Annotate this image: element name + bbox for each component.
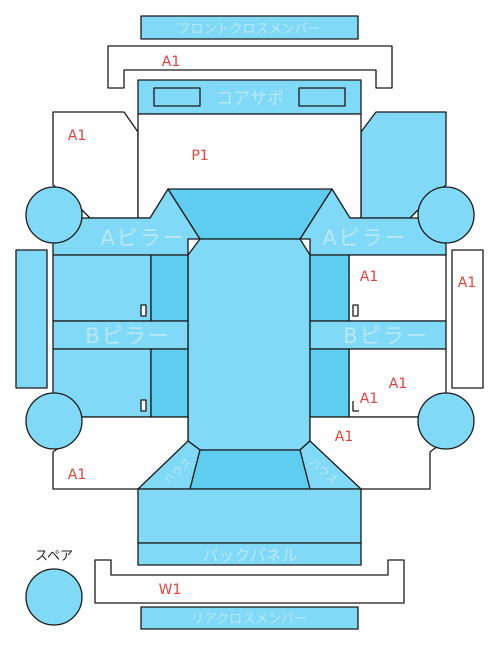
left-front-door-handle xyxy=(140,304,147,317)
right-rear-door-edge[interactable] xyxy=(309,348,350,418)
front-cross-member-bar[interactable] xyxy=(140,15,359,40)
marker-hood: P1 xyxy=(191,148,208,164)
core-support-left-window xyxy=(153,87,201,107)
left-a-pillar-label: Aピラー xyxy=(100,226,185,250)
back-panel-lower[interactable] xyxy=(137,542,362,566)
right-front-door[interactable] xyxy=(348,254,447,322)
right-rear-door-handle xyxy=(352,401,359,412)
marker-rear-member: W1 xyxy=(159,582,182,598)
right-a-pillar-label: Aピラー xyxy=(322,226,407,250)
marker-right-quarter: A1 xyxy=(335,429,353,445)
front-cross-member-label: フロントクロスメンバー xyxy=(177,22,320,37)
marker-right-front-door: A1 xyxy=(360,269,378,285)
rear-cross-member-bar[interactable] xyxy=(140,606,359,630)
spare-tire[interactable] xyxy=(25,568,83,626)
left-b-pillar-label: Bピラー xyxy=(85,324,170,348)
marker-right-rear-door-a: A1 xyxy=(389,376,407,392)
right-rear-wheel[interactable] xyxy=(417,392,475,450)
rear-cross-member-label: リアクロスメンバー xyxy=(191,612,307,627)
left-rocker-panel[interactable] xyxy=(15,249,48,389)
left-front-door-edge[interactable] xyxy=(150,254,189,322)
roof-panel[interactable] xyxy=(187,238,311,451)
spare-label: スペア xyxy=(35,549,73,564)
core-support-label: コアサポ xyxy=(216,89,284,109)
right-front-wheel[interactable] xyxy=(417,186,475,244)
back-panel[interactable] xyxy=(137,488,362,544)
marker-front-member: A1 xyxy=(162,54,180,70)
back-panel-label: バックパネル xyxy=(202,546,297,565)
rear-member-bracket[interactable] xyxy=(94,559,405,604)
right-rocker-panel[interactable] xyxy=(451,249,484,389)
core-support-right-window xyxy=(298,87,346,107)
right-b-pillar-label: Bピラー xyxy=(343,324,428,348)
right-b-pillar[interactable] xyxy=(309,320,447,350)
rear-deck-center[interactable] xyxy=(189,449,311,490)
left-rear-door-edge[interactable] xyxy=(150,348,189,418)
right-front-door-handle xyxy=(352,304,359,317)
left-rear-wheel[interactable] xyxy=(25,392,83,450)
marker-right-edge: A1 xyxy=(458,275,476,291)
left-rear-door-handle xyxy=(140,399,147,412)
marker-right-rear-door-b: A1 xyxy=(360,391,378,407)
left-front-door[interactable] xyxy=(52,254,152,322)
marker-left-quarter: A1 xyxy=(68,467,86,483)
marker-left-front-fender: A1 xyxy=(68,128,86,144)
right-front-door-edge[interactable] xyxy=(309,254,350,322)
front-member-bracket[interactable] xyxy=(107,45,393,89)
left-front-wheel[interactable] xyxy=(25,186,83,244)
